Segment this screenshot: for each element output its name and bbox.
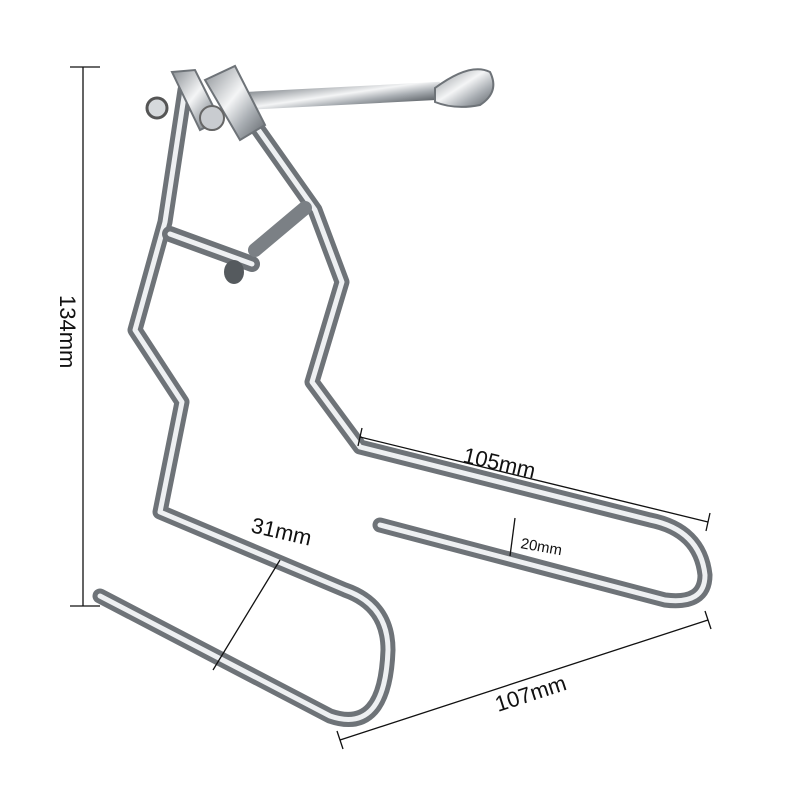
height-label: 134mm xyxy=(55,295,80,368)
left-frame xyxy=(92,82,396,727)
dimension-lines xyxy=(70,66,712,750)
gap-label: 20mm xyxy=(519,535,563,559)
cross-bar xyxy=(162,201,312,284)
width-label: 31mm xyxy=(249,513,314,551)
right-frame xyxy=(247,117,713,609)
adjustment-screw xyxy=(145,64,495,142)
thumb-knob-icon xyxy=(434,68,495,108)
